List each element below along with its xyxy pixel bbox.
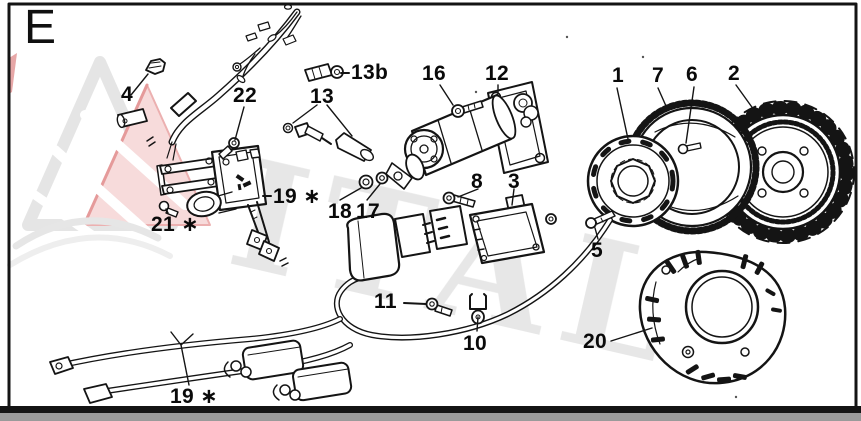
battery-cables-drawing (49, 316, 353, 404)
ignition-switch-drawing (116, 108, 280, 262)
leader-18 (339, 187, 362, 201)
connector-blocks-drawing (346, 205, 468, 282)
leader-4 (130, 73, 149, 96)
cable-clip-4-drawing (145, 58, 166, 75)
callout-3: 3 (508, 170, 520, 193)
bottom-gray-strip (0, 413, 861, 421)
leader-19b2 (180, 333, 194, 346)
callout-19-switch: 19 ∗ (273, 185, 321, 208)
washer-17-drawing (375, 171, 389, 185)
leader-21 (165, 208, 169, 214)
callout-7: 7 (652, 64, 664, 87)
callout-4: 4 (121, 83, 133, 106)
leader-3 (511, 188, 515, 206)
screw-6-drawing (677, 142, 702, 155)
callout-19-cables: 19 ∗ (170, 385, 218, 408)
flywheel-cover-drawing (638, 249, 787, 385)
cover-vents (645, 249, 782, 383)
callout-12: 12 (485, 62, 509, 85)
leader-10 (476, 316, 479, 332)
callout-8: 8 (471, 170, 483, 193)
callout-16: 16 (422, 62, 446, 85)
regulator-drawing (468, 194, 557, 265)
leader-16 (439, 84, 454, 106)
screw-5-drawing (585, 210, 616, 229)
screw-16-drawing (451, 100, 484, 118)
leader-2 (735, 84, 755, 111)
rubber-boot-drawing (346, 212, 401, 282)
callout-17: 17 (356, 200, 380, 223)
leader-6 (685, 86, 695, 144)
spark-plug-drawing (282, 122, 374, 162)
leader-22 (234, 106, 245, 141)
callout-13b: 13b (351, 61, 389, 84)
callout-5: 5 (591, 239, 603, 262)
leader-11 (403, 302, 427, 305)
wiring-harness-drawing (166, 4, 302, 161)
nut-18-drawing (358, 174, 374, 190)
leader-5 (594, 227, 599, 240)
callout-6: 6 (686, 63, 698, 86)
callout-21: 21 ∗ (151, 213, 199, 236)
paper-specks (474, 35, 738, 399)
callout-10: 10 (463, 332, 487, 355)
section-letter: E (24, 1, 57, 54)
stator-drawing (586, 134, 680, 228)
callout-18: 18 (328, 200, 352, 223)
ignition-keys-drawing (246, 201, 280, 262)
callout-22: 22 (233, 84, 257, 107)
stator-cable-drawing (333, 217, 613, 341)
callout-11: 11 (374, 290, 397, 313)
leader-8 (457, 188, 479, 198)
leader-13a (292, 104, 318, 124)
bottom-black-bar (0, 406, 861, 413)
screw-22-drawing (218, 137, 240, 160)
callout-2: 2 (728, 62, 740, 85)
leader-20 (610, 327, 653, 342)
terminal-13b-drawing (304, 63, 344, 82)
callout-13: 13 (310, 85, 334, 108)
leader-1 (616, 87, 629, 140)
screw-8-drawing (442, 191, 476, 208)
leader-7 (657, 87, 667, 107)
leader-13c (326, 104, 353, 137)
callout-20: 20 (583, 330, 607, 353)
starter-motor-drawing (385, 81, 549, 190)
callout-1: 1 (612, 64, 624, 87)
leader-17 (366, 183, 381, 201)
cable-clamps-drawing (223, 360, 301, 401)
leader-lines (130, 72, 755, 386)
tick-marks (146, 136, 289, 267)
